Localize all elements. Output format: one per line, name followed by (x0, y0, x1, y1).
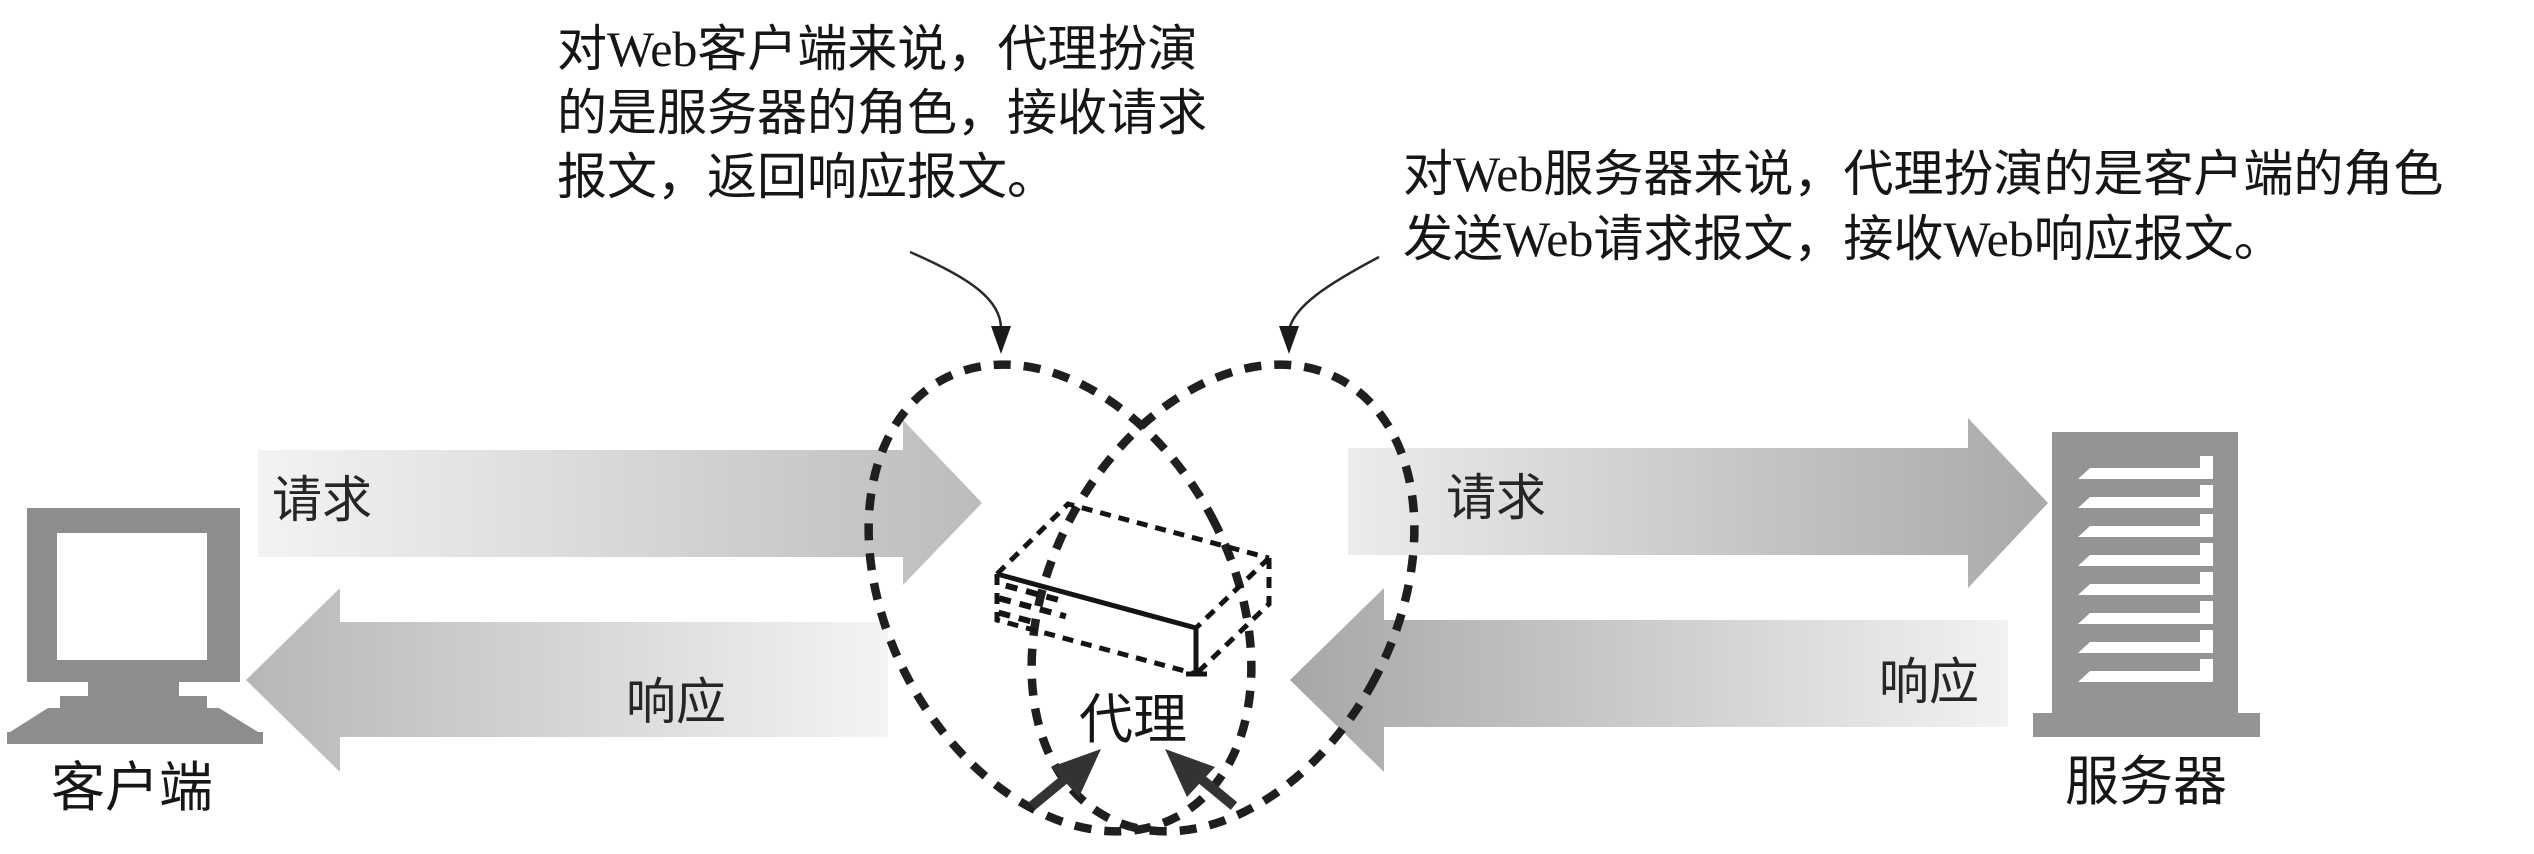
response-label-left: 响应 (626, 674, 726, 730)
server-label: 服务器 (2065, 752, 2227, 812)
network-device-icon (994, 501, 1272, 677)
request-arrow-left (258, 420, 982, 585)
proxy-scope-ellipse-left (864, 360, 1256, 836)
request-arrow-right (1348, 418, 2048, 588)
annotation-left-line-2: 的是服务器的角色，接收请求 (557, 85, 1207, 141)
response-arrow-left (246, 588, 888, 772)
desktop-computer-icon (7, 508, 263, 744)
proxy-scope-ellipse-right (1027, 360, 1419, 836)
device-vent-grid (997, 582, 1067, 627)
loop-end-arrow-right (1165, 749, 1238, 810)
response-arrow-right (1290, 588, 2008, 772)
annotation-right-line-1: 对Web服务器来说，代理扮演的是客户端的角色 (1403, 146, 2443, 202)
proxy-label: 代理 (1079, 690, 1187, 750)
client-label: 客户端 (51, 758, 213, 818)
annotation-arrowhead-right (1279, 326, 1299, 354)
annotation-right: 对Web服务器来说，代理扮演的是客户端的角色 发送Web请求报文，接收Web响应… (1403, 146, 2443, 267)
annotation-left-line-1: 对Web客户端来说，代理扮演 (557, 21, 1197, 77)
annotation-arrowhead-left (991, 326, 1011, 354)
request-label-right: 请求 (1446, 470, 1546, 526)
loop-end-arrow-left (1028, 749, 1101, 810)
annotation-left-line-3: 报文，返回响应报文。 (557, 149, 1057, 205)
server-tower-icon (2033, 432, 2260, 737)
server-vent-slots (2078, 456, 2213, 682)
response-label-right: 响应 (1879, 654, 1979, 710)
annotation-left: 对Web客户端来说，代理扮演 的是服务器的角色，接收请求 报文，返回响应报文。 (557, 21, 1207, 205)
annotation-arrow-left (909, 250, 1011, 354)
request-label-left: 请求 (272, 472, 372, 528)
annotation-right-line-2: 发送Web请求报文，接收Web响应报文。 (1403, 211, 2284, 267)
annotation-arrow-right (1279, 255, 1380, 354)
